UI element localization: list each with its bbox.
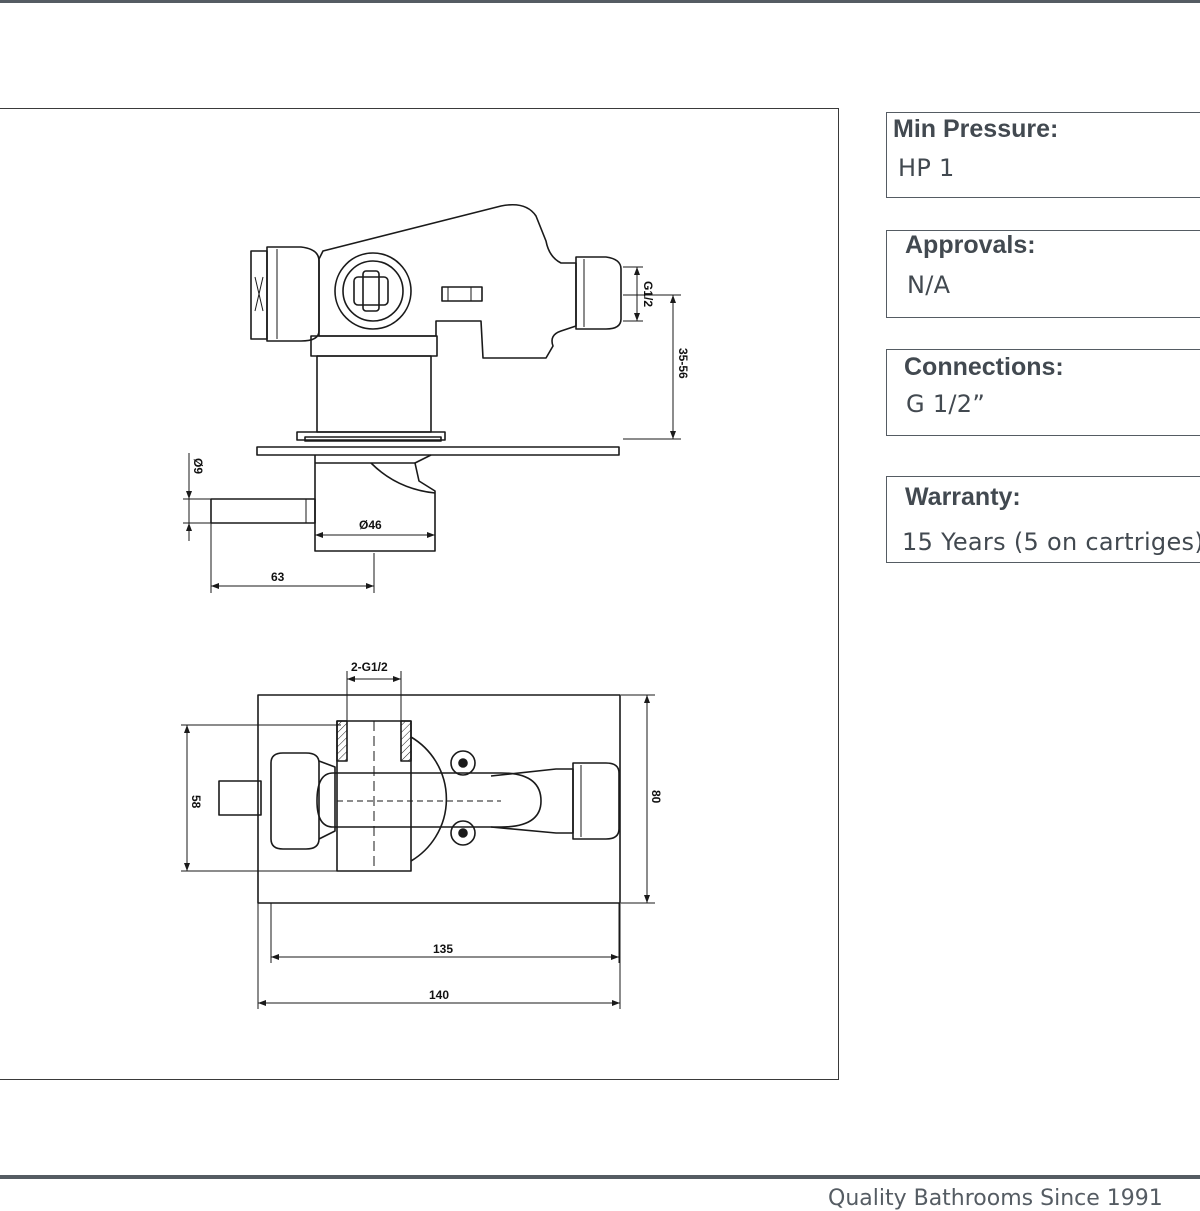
dim-pin-length: 63: [271, 570, 285, 584]
dim-width-inner: 135: [433, 942, 453, 956]
spec-connections: Connections: G 1/2”: [886, 349, 1200, 436]
spec-warranty-label: Warranty:: [905, 483, 1021, 511]
dim-outlet-threads: 2-G1/2: [351, 660, 388, 674]
spec-approvals-value: N/A: [907, 271, 951, 299]
dim-height-inner: 58: [189, 795, 203, 809]
top-rule: [0, 0, 1200, 3]
spec-warranty: Warranty: 15 Years (5 on cartriges): [886, 476, 1200, 563]
technical-drawing-frame: G1/2 35-56 Ø9 Ø46 63 2-G1/2 58 80 135 14…: [0, 108, 839, 1080]
spec-approvals-label: Approvals:: [905, 231, 1036, 259]
spec-min-pressure-value: HP 1: [898, 154, 955, 182]
bottom-rule: [0, 1175, 1200, 1179]
dimension-arrows: [184, 267, 676, 1006]
spec-min-pressure: Min Pressure: HP 1: [886, 112, 1200, 198]
dimension-lines: [181, 266, 681, 1009]
dim-body-diameter: Ø46: [359, 518, 382, 532]
dim-pin-diameter: Ø9: [191, 458, 205, 474]
technical-drawing: G1/2 35-56 Ø9 Ø46 63 2-G1/2 58 80 135 14…: [181, 203, 690, 1009]
dim-projection: 35-56: [676, 348, 690, 379]
dim-width-outer: 140: [429, 988, 449, 1002]
spec-approvals: Approvals: N/A: [886, 230, 1200, 318]
footer-tagline: Quality Bathrooms Since 1991: [828, 1186, 1163, 1211]
side-view: [210, 203, 622, 552]
spec-min-pressure-label: Min Pressure:: [893, 115, 1059, 143]
dim-height-outer: 80: [649, 790, 663, 804]
spec-connections-value: G 1/2”: [906, 390, 986, 418]
dim-thread-side: G1/2: [641, 281, 655, 307]
spec-connections-label: Connections:: [904, 353, 1064, 381]
spec-warranty-value: 15 Years (5 on cartriges): [902, 528, 1200, 556]
front-view: [218, 694, 621, 904]
